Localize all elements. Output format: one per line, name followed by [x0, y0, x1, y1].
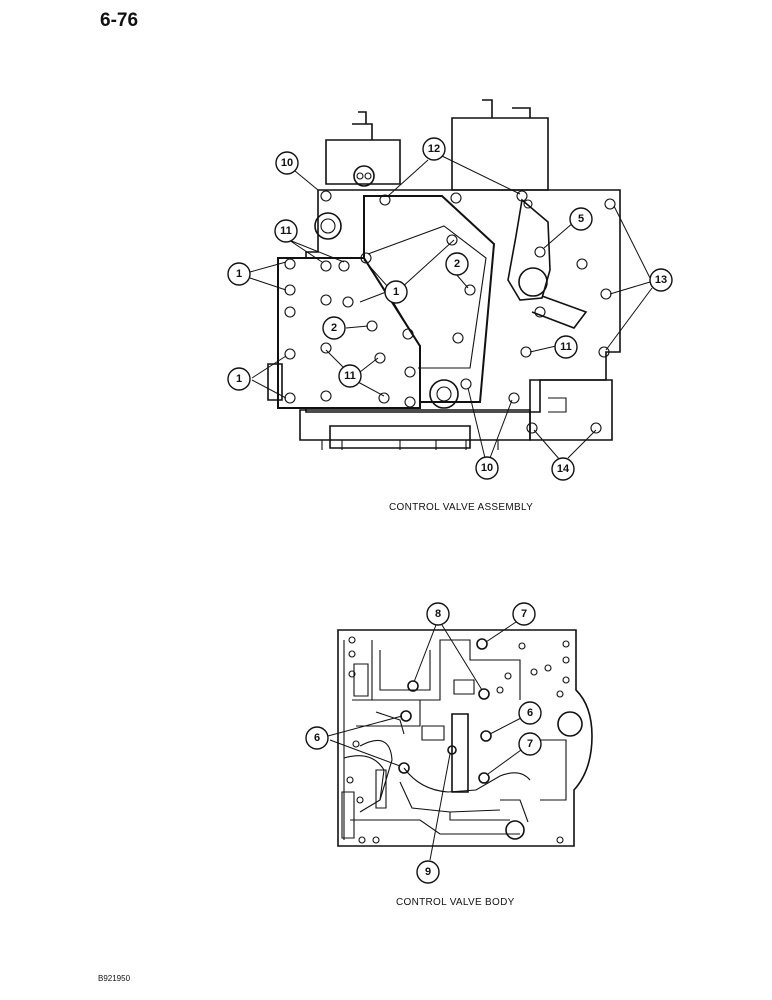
figure-caption-control-valve-assembly: CONTROL VALVE ASSEMBLY	[389, 502, 534, 513]
svg-text:11: 11	[344, 370, 356, 382]
svg-text:11: 11	[280, 225, 292, 237]
callout-10: 10	[475, 456, 499, 480]
assembly-leader-lines	[249, 155, 653, 461]
callout-11: 11	[274, 219, 298, 243]
svg-text:7: 7	[527, 738, 533, 750]
callout-7: 7	[518, 732, 542, 756]
svg-text:7: 7	[521, 608, 527, 620]
callout-1: 1	[384, 280, 408, 304]
callout-8: 8	[426, 602, 450, 626]
callout-6: 6	[518, 701, 542, 725]
control-valve-assembly-drawing	[267, 99, 621, 450]
figure-caption-control-valve-body: CONTROL VALVE BODY	[396, 897, 515, 908]
callout-13: 13	[649, 268, 673, 292]
callout-5: 5	[569, 207, 593, 231]
svg-text:10: 10	[281, 157, 293, 169]
svg-text:9: 9	[425, 866, 431, 878]
callout-6: 6	[305, 726, 329, 750]
svg-text:13: 13	[655, 274, 667, 286]
figure-code: B921950	[98, 974, 131, 983]
svg-text:11: 11	[560, 341, 572, 353]
callout-1: 1	[227, 367, 251, 391]
svg-text:6: 6	[314, 732, 320, 744]
control-valve-body-drawing	[337, 629, 593, 847]
page-number: 6-76	[100, 10, 139, 31]
callout-1: 1	[227, 262, 251, 286]
svg-text:12: 12	[428, 143, 440, 155]
svg-text:1: 1	[236, 268, 242, 280]
svg-text:1: 1	[236, 373, 242, 385]
callout-10: 10	[275, 151, 299, 175]
callout-9: 9	[416, 860, 440, 884]
callout-11: 11	[338, 364, 362, 388]
callout-2: 2	[445, 252, 469, 276]
callout-14: 14	[551, 457, 575, 481]
svg-text:5: 5	[578, 213, 584, 225]
callout-12: 12	[422, 137, 446, 161]
svg-text:6: 6	[527, 707, 533, 719]
callout-2: 2	[322, 316, 346, 340]
svg-text:2: 2	[454, 258, 460, 270]
svg-text:2: 2	[331, 322, 337, 334]
body-leader-lines	[327, 621, 522, 861]
callout-7: 7	[512, 602, 536, 626]
callout-11: 11	[554, 335, 578, 359]
svg-text:8: 8	[435, 608, 441, 620]
svg-text:1: 1	[393, 286, 399, 298]
svg-text:14: 14	[557, 463, 570, 475]
svg-text:10: 10	[481, 462, 493, 474]
